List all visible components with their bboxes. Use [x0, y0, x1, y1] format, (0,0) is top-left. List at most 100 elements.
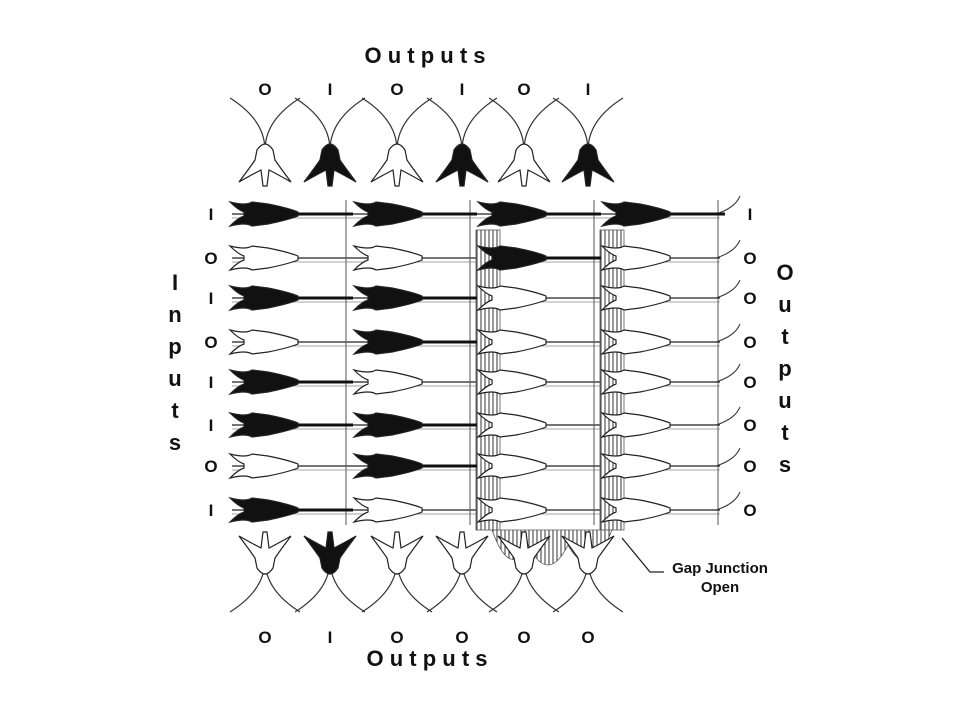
right-io-label-5: O — [743, 416, 756, 435]
top-outputs-title: O u t p u t s — [365, 43, 486, 68]
bottom-outputs-title: O u t p u t s — [367, 646, 488, 671]
top-neuron-5 — [561, 143, 615, 187]
neuron-r3-c1 — [352, 328, 423, 356]
right-terminal-5 — [715, 406, 741, 426]
top-neuron-1 — [303, 143, 357, 187]
neuron-r2-c3 — [600, 284, 671, 312]
top-dendrite-2 — [361, 97, 433, 151]
left-io-label-3: O — [204, 333, 217, 352]
left-io-label-2: I — [209, 289, 214, 308]
left-title-char-0: I — [172, 270, 178, 295]
bottom-io-label-3: O — [455, 628, 468, 647]
bottom-neuron-3 — [435, 531, 489, 575]
neuron-r4-c0 — [228, 368, 299, 396]
neuron-r1-c0 — [228, 244, 299, 272]
neuron-r4-c3 — [600, 368, 671, 396]
left-title-char-2: p — [168, 334, 181, 359]
neuron-r0-c0 — [228, 200, 299, 228]
gap-junction-annotation-line2: Open — [701, 579, 739, 596]
top-dendrite-5 — [552, 97, 624, 151]
right-io-label-0: I — [748, 205, 753, 224]
right-io-label-6: O — [743, 457, 756, 476]
neuron-r0-c3 — [600, 200, 671, 228]
right-title-char-3: p — [778, 356, 791, 381]
neuron-r2-c2 — [476, 284, 547, 312]
neuron-r1-c1 — [352, 244, 423, 272]
left-io-label-4: I — [209, 373, 214, 392]
neuron-grid — [228, 143, 725, 575]
right-terminal-6 — [715, 447, 741, 467]
top-io-label-3: I — [460, 80, 465, 99]
gap-junction-annotation-line1: Gap Junction — [672, 560, 768, 577]
bottom-neuron-0 — [238, 531, 292, 575]
neuron-r1-c2 — [476, 244, 547, 272]
top-dendrite-0 — [229, 97, 301, 151]
top-io-label-2: O — [390, 80, 403, 99]
left-title-char-4: t — [171, 398, 179, 423]
left-io-label-1: O — [204, 249, 217, 268]
left-title-char-3: u — [168, 366, 181, 391]
right-title-char-5: t — [781, 420, 789, 445]
neuron-r6-c2 — [476, 452, 547, 480]
top-dendrite-3 — [426, 97, 498, 151]
right-title-char-6: s — [779, 452, 791, 477]
top-neuron-2 — [370, 143, 424, 187]
right-io-label-3: O — [743, 333, 756, 352]
neuron-r5-c1 — [352, 411, 423, 439]
neuron-r6-c0 — [228, 452, 299, 480]
neuron-r7-c0 — [228, 496, 299, 524]
top-io-label-4: O — [517, 80, 530, 99]
right-title-char-1: u — [778, 292, 791, 317]
left-io-label-5: I — [209, 416, 214, 435]
neuron-r5-c0 — [228, 411, 299, 439]
top-io-label-0: O — [258, 80, 271, 99]
right-terminal-1 — [715, 239, 741, 259]
bottom-io-label-1: I — [328, 628, 333, 647]
bottom-neuron-1 — [303, 531, 357, 575]
left-io-label-0: I — [209, 205, 214, 224]
neuron-r5-c2 — [476, 411, 547, 439]
bottom-io-label-0: O — [258, 628, 271, 647]
bottom-io-label-5: O — [581, 628, 594, 647]
neuron-r1-c3 — [600, 244, 671, 272]
neuron-r4-c1 — [352, 368, 423, 396]
top-io-label-1: I — [328, 80, 333, 99]
right-terminal-7 — [715, 491, 741, 511]
neuron-r3-c0 — [228, 328, 299, 356]
top-neuron-4 — [497, 143, 551, 187]
right-terminal-0 — [715, 195, 741, 215]
right-title-char-0: O — [776, 260, 793, 285]
left-title-char-1: n — [168, 302, 181, 327]
neuron-r7-c2 — [476, 496, 547, 524]
right-title-char-4: u — [778, 388, 791, 413]
right-io-label-7: O — [743, 501, 756, 520]
neuron-r3-c2 — [476, 328, 547, 356]
annotation-leader-line — [621, 537, 664, 573]
left-io-label-7: I — [209, 501, 214, 520]
right-terminal-4 — [715, 363, 741, 383]
neuron-r2-c0 — [228, 284, 299, 312]
neuron-r3-c3 — [600, 328, 671, 356]
neuron-r7-c1 — [352, 496, 423, 524]
top-io-label-5: I — [586, 80, 591, 99]
neuron-r0-c2 — [476, 200, 547, 228]
bottom-io-label-2: O — [390, 628, 403, 647]
neuron-r0-c1 — [352, 200, 423, 228]
neuron-r6-c1 — [352, 452, 423, 480]
left-io-label-6: O — [204, 457, 217, 476]
top-neuron-0 — [238, 143, 292, 187]
bottom-neuron-4 — [497, 531, 551, 575]
left-title-char-5: s — [169, 430, 181, 455]
neuron-r4-c2 — [476, 368, 547, 396]
right-io-label-1: O — [743, 249, 756, 268]
bottom-neuron-2 — [370, 531, 424, 575]
bottom-io-label-4: O — [517, 628, 530, 647]
neuron-r5-c3 — [600, 411, 671, 439]
neuron-r2-c1 — [352, 284, 423, 312]
right-io-label-2: O — [743, 289, 756, 308]
top-neuron-3 — [435, 143, 489, 187]
right-terminal-2 — [715, 279, 741, 299]
top-dendrite-4 — [488, 97, 560, 151]
